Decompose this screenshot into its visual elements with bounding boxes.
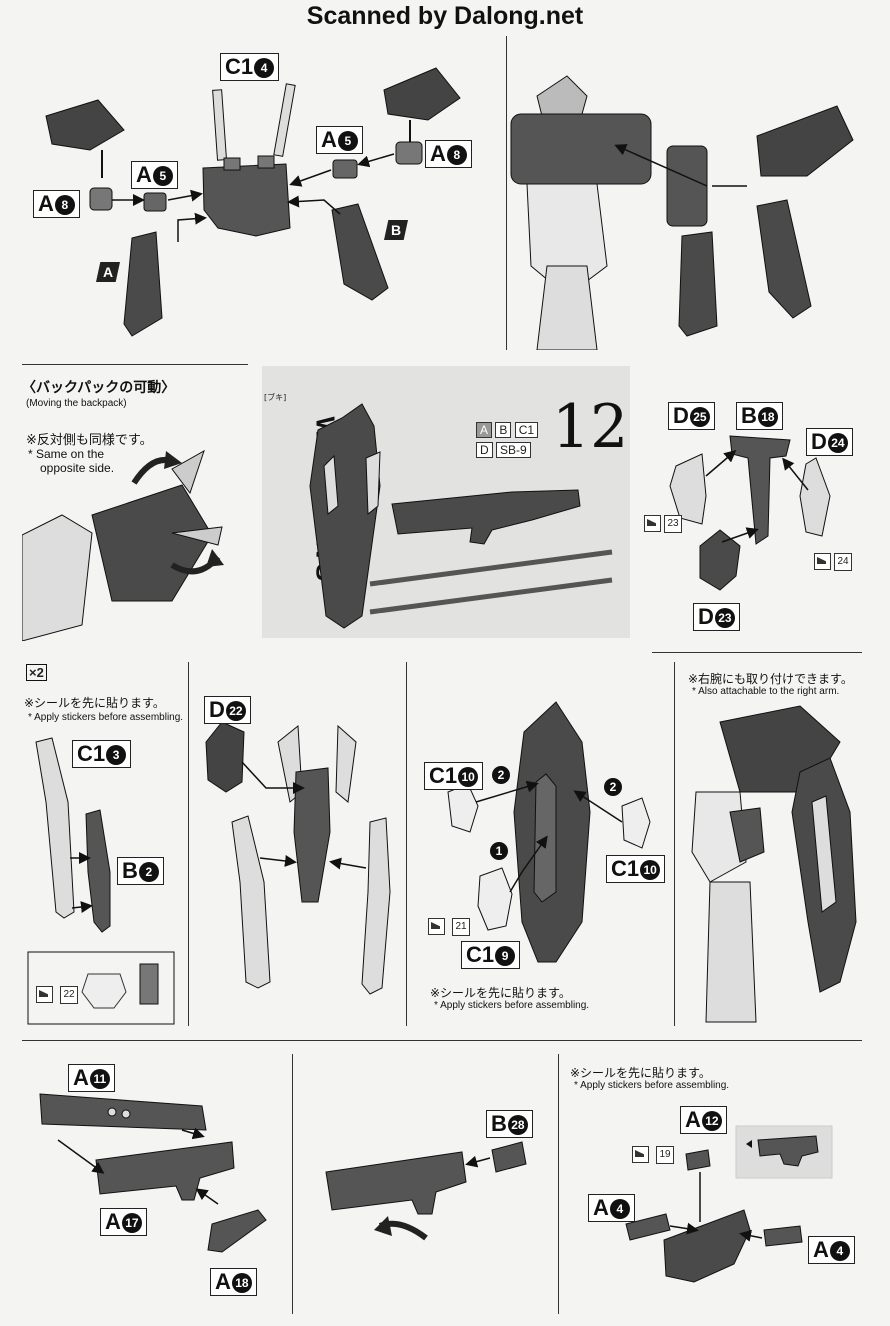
backpack-title-en: (Moving the backpack) <box>26 398 127 409</box>
runner-a: A <box>476 422 493 438</box>
runner-sb9: SB-9 <box>496 442 531 458</box>
sticker-icon-24 <box>814 553 831 570</box>
backpack-note-jp: ※反対側も同様です。 <box>26 433 153 448</box>
sticker-22: 22 <box>60 986 78 1004</box>
shield1-note-jp: ※シールを先に貼ります。 <box>24 696 165 710</box>
sticker-icon-19 <box>632 1146 649 1163</box>
gun3-note-jp: ※シールを先に貼ります。 <box>570 1066 711 1080</box>
step11-assembly-panel <box>28 38 484 350</box>
backpack-title-jp: 〈バックパックの可動〉 <box>22 380 176 396</box>
gun3-note-en: * Apply stickers before assembling. <box>574 1080 730 1091</box>
sticker-19: 19 <box>656 1146 674 1164</box>
shield-step4-panel: ※右腕にも取り付けできます。 * Also attachable to the … <box>680 662 862 1026</box>
sticker-icon-23 <box>644 515 661 532</box>
runner-d: D <box>476 442 493 458</box>
shield-assembly-illustration <box>447 701 651 963</box>
step12-core-panel <box>640 396 862 632</box>
runner-legend: A B C1 D SB-9 <box>476 422 566 458</box>
connector-flag-a: A <box>96 262 120 282</box>
shield-core-illustration <box>669 435 831 591</box>
sticker-24: 24 <box>834 553 852 571</box>
shield3-note-en: * Apply stickers before assembling. <box>434 1000 590 1011</box>
gun-step3-panel: ※シールを先に貼ります。 * Apply stickers before ass… <box>566 1054 862 1314</box>
weapons-panel: WEAPONS [ブキ] A B C1 D SB-9 12 <box>262 366 630 638</box>
gun-body-illustration <box>325 1141 527 1241</box>
divider-middle <box>652 652 862 653</box>
order-step-1: 1 <box>490 842 508 860</box>
backpack-exploded-illustration <box>45 67 461 337</box>
shield3-note-jp: ※シールを先に貼ります。 <box>430 986 571 1000</box>
gun-halves-illustration <box>39 1093 267 1253</box>
step11-result-panel <box>506 36 859 350</box>
multiplier-badge: ×2 <box>26 664 47 681</box>
step-number: 12 <box>552 392 629 462</box>
watermark: Scanned by Dalong.net <box>306 2 584 30</box>
order-step-2-right: 2 <box>604 778 622 796</box>
backpack-movement-illustration <box>22 449 224 641</box>
sticker-icon-22 <box>36 986 53 1003</box>
gun-final-illustration <box>625 1125 833 1283</box>
robot-shield-illustration <box>691 705 857 1023</box>
connector-flag-b: B <box>384 220 408 240</box>
backpack-movement-panel: 〈バックパックの可動〉 (Moving the backpack) ※反対側も同… <box>22 364 248 641</box>
shield-and-rifle-illustration <box>309 403 613 629</box>
divider-bottom <box>22 1040 862 1041</box>
sticker-icon-21 <box>428 918 445 935</box>
backpack-note-en-2: opposite side. <box>40 461 115 475</box>
shield-blade-parts-illustration <box>27 737 175 1025</box>
shield-frame-illustration <box>205 721 391 995</box>
shield4-note-jp: ※右腕にも取り付けできます。 <box>688 672 853 686</box>
gun-step1-panel <box>22 1054 293 1314</box>
gun-step2-panel <box>296 1054 559 1314</box>
shield-step2-panel <box>198 662 407 1026</box>
shield4-note-en: * Also attachable to the right arm. <box>692 686 840 697</box>
weapons-katakana: [ブキ] <box>264 393 287 402</box>
shield-step1-panel: ×2 ※シールを先に貼ります。 * Apply stickers before … <box>22 662 189 1026</box>
runner-b: B <box>495 422 512 438</box>
sticker-21: 21 <box>452 918 470 936</box>
runner-c1: C1 <box>514 422 539 438</box>
shield-step3-panel: 2 2 1 ※シールを先に貼ります。 * Apply stickers befo… <box>406 662 675 1026</box>
backpack-note-en-1: * Same on the <box>28 447 105 461</box>
shield1-note-en: * Apply stickers before assembling. <box>28 712 184 723</box>
order-step-2-left: 2 <box>492 766 510 784</box>
robot-backpack-illustration <box>510 75 854 350</box>
sticker-23: 23 <box>664 515 682 533</box>
